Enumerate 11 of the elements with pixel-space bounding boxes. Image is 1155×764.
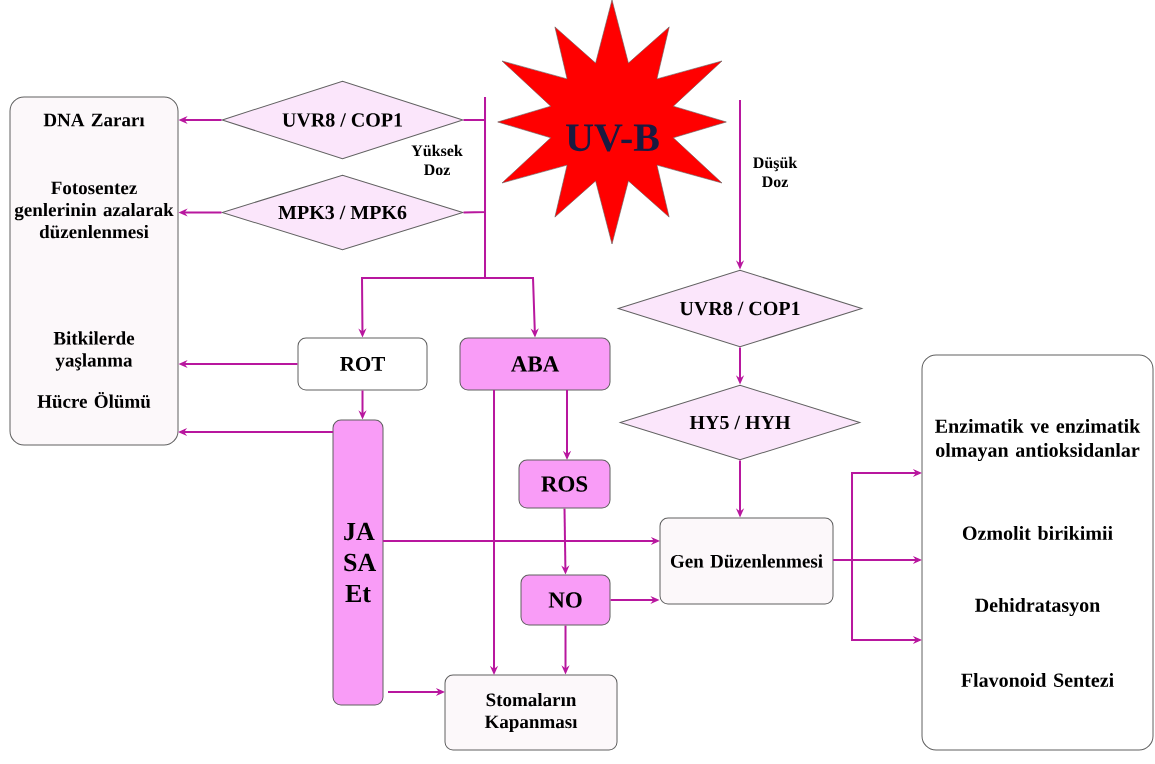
process-box: Stomaların Kapanması bbox=[444, 674, 618, 751]
process-box: ABA bbox=[459, 337, 611, 391]
process-box: Gen Düzenlenmesi bbox=[659, 517, 834, 605]
process-bar: JA SA Et bbox=[332, 419, 384, 706]
starburst: UV-B bbox=[497, 0, 727, 245]
process-box: NO bbox=[520, 574, 611, 626]
outcome-box: DNA Zararı Fotosentez genlerinin azalarak düzenlenmesi Bitkilerde yaşlanma Hücre Ölümü bbox=[9, 96, 179, 446]
process-box: ROT bbox=[297, 337, 428, 391]
dose-label: Düşük Doz bbox=[753, 156, 798, 188]
process-box: ROS bbox=[518, 459, 611, 509]
outcome-box: Enzimatik ve enzimatik olmayan antioksidanlar Ozmolit birikimii Dehidratasyon Flavonoid Sentezi bbox=[921, 354, 1154, 751]
